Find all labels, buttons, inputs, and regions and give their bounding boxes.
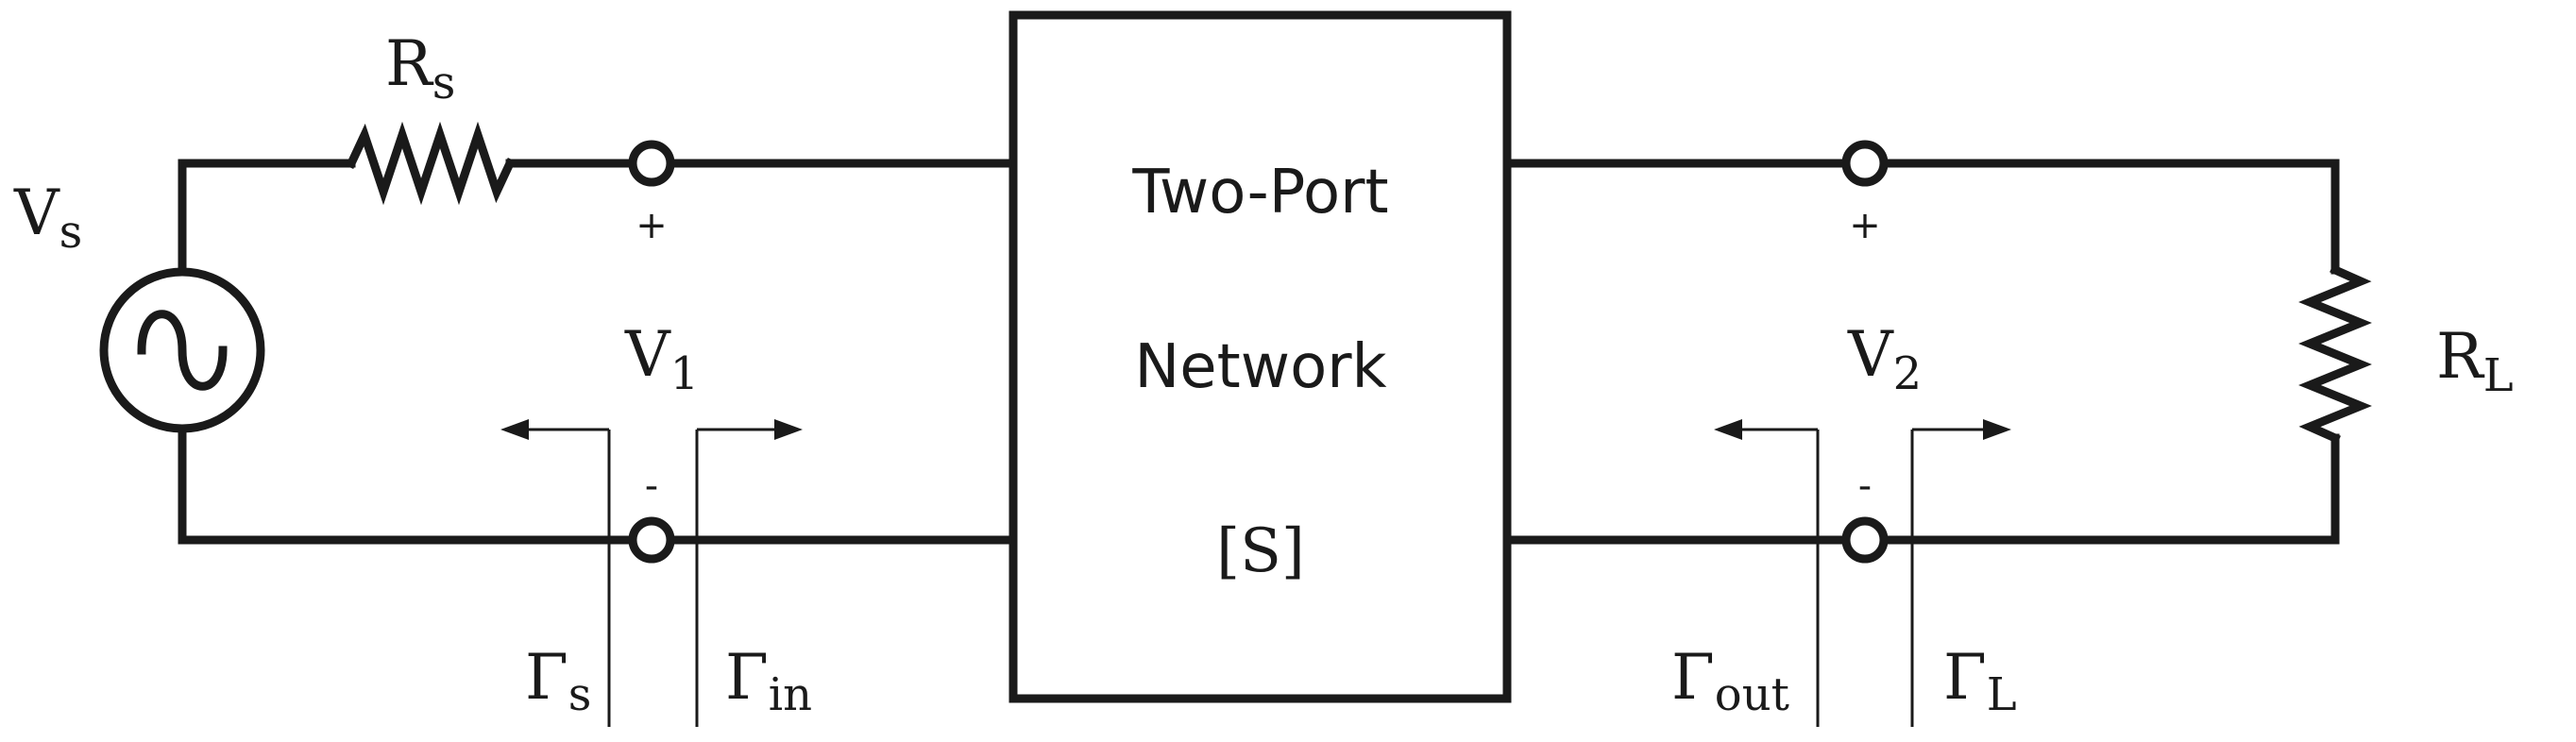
load-resistor-label-base: R bbox=[2436, 320, 2485, 393]
gamma-out-label-base: Γ bbox=[1671, 641, 1715, 714]
source-voltage-label-base: V bbox=[13, 177, 60, 249]
gamma-s-arrowhead bbox=[500, 419, 529, 440]
ac-source-circle bbox=[99, 267, 265, 433]
gamma-out-label: Γout bbox=[1671, 641, 1789, 721]
port1-voltage-label-sub: 1 bbox=[670, 347, 700, 400]
network-s-matrix-label: [S] bbox=[1216, 516, 1305, 586]
load-resistor-zigzag bbox=[2298, 264, 2372, 444]
ac-voltage-source bbox=[99, 267, 265, 433]
gamma-l-label: ΓL bbox=[1943, 641, 2017, 721]
port2-voltage-label: V2 bbox=[1847, 318, 1922, 400]
gamma-s-label-base: Γ bbox=[525, 641, 568, 714]
gamma-l-arrowhead bbox=[1983, 419, 2011, 440]
gamma-in-label: Γin bbox=[725, 641, 812, 721]
gamma-l-label-base: Γ bbox=[1943, 641, 1987, 714]
reflection-reference-lines bbox=[500, 419, 2011, 727]
source-resistor-label: Rs bbox=[385, 27, 455, 110]
gamma-out-label-sub: out bbox=[1715, 668, 1789, 721]
port1-plus-terminal bbox=[628, 140, 675, 187]
port2-minus-sign: - bbox=[1858, 464, 1872, 508]
gamma-s-label: Γs bbox=[525, 641, 591, 721]
source-voltage-label-sub: s bbox=[59, 206, 83, 259]
port2-minus-terminal bbox=[1841, 516, 1889, 564]
source-resistor-label-sub: s bbox=[432, 57, 456, 110]
source-voltage-label: Vs bbox=[13, 177, 82, 259]
port1-voltage-label-base: V bbox=[624, 318, 671, 391]
gamma-in-label-base: Γ bbox=[725, 641, 769, 714]
port1-voltage-label: V1 bbox=[624, 318, 699, 400]
gamma-out-arrowhead bbox=[1714, 419, 1742, 440]
two-port-network-box bbox=[1008, 10, 1512, 703]
load-resistor-label: RL bbox=[2436, 320, 2514, 402]
port1-minus-sign: - bbox=[645, 464, 658, 508]
gamma-s-label-sub: s bbox=[568, 668, 592, 721]
sine-wave-icon bbox=[137, 310, 228, 391]
port2-plus-sign: + bbox=[1849, 204, 1881, 247]
gamma-in-arrowhead bbox=[774, 419, 803, 440]
port1-minus-terminal bbox=[628, 516, 675, 564]
network-title-line1: Two-Port bbox=[1131, 158, 1388, 228]
source-side-wiring bbox=[178, 121, 1018, 545]
port2-voltage-label-sub: 2 bbox=[1893, 347, 1923, 400]
load-resistor-label-sub: L bbox=[2483, 349, 2514, 402]
gamma-in-label-sub: in bbox=[769, 668, 812, 721]
source-resistor-zigzag bbox=[346, 121, 516, 206]
port1-plus-sign: + bbox=[636, 204, 668, 247]
port2-voltage-label-base: V bbox=[1847, 318, 1894, 391]
source-resistor-label-base: R bbox=[385, 27, 434, 100]
port2-plus-terminal bbox=[1841, 140, 1889, 187]
gamma-l-label-sub: L bbox=[1987, 668, 2017, 721]
network-title-line2: Network bbox=[1134, 332, 1386, 402]
load-side-wiring bbox=[1502, 159, 2372, 545]
